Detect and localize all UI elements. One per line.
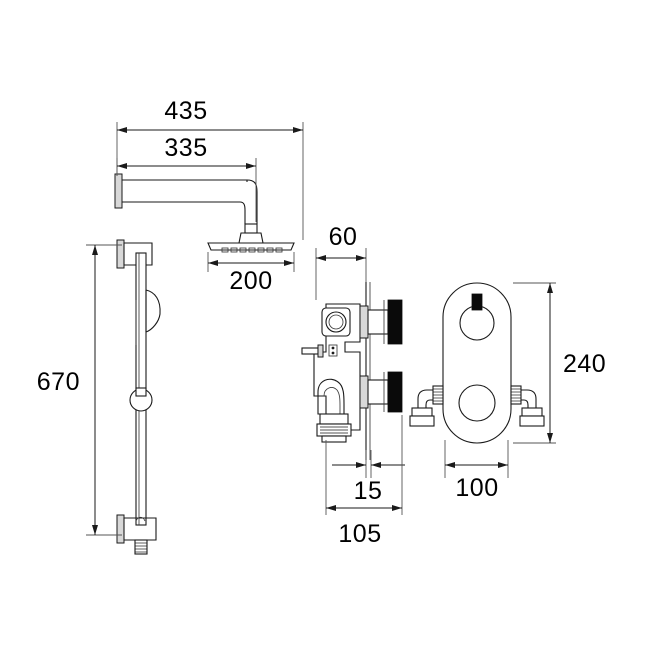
valve-lower-collar <box>359 375 369 409</box>
valve-upper-escutcheon <box>367 309 389 335</box>
shower-arm-assembly <box>114 173 295 253</box>
faceplate-left-connector <box>409 385 444 427</box>
dimension-435: 435 <box>116 97 304 240</box>
dimension-200: 200 <box>207 252 295 295</box>
valve-front-view-assembly <box>409 282 545 444</box>
valve-side-screw-head <box>317 344 324 358</box>
arm-elbow-inner <box>239 201 246 224</box>
rail-bottom-saddle <box>135 516 146 522</box>
left-nut-upper <box>411 407 433 417</box>
faceplate-upper-control <box>459 305 495 341</box>
hose-outlet <box>134 539 148 555</box>
valve-upper-port-inner <box>328 314 344 330</box>
valve-index-dot-b <box>331 351 335 355</box>
valve-index-plate <box>328 344 338 357</box>
rail-bottom-bracket <box>123 517 157 541</box>
valve-upper-port <box>325 311 347 333</box>
valve-outlet-nut-3 <box>321 435 347 443</box>
left-connector-thread <box>433 388 443 402</box>
dimension-435-label: 435 <box>164 97 207 125</box>
valve-side-view-assembly <box>301 282 403 460</box>
slide-rail-assembly <box>116 239 161 555</box>
right-connector-thread <box>511 388 521 402</box>
dimension-100-label: 100 <box>455 474 498 502</box>
left-nut-lower <box>409 415 435 427</box>
handset-holder <box>145 289 161 333</box>
hose-outlet-thread <box>135 542 147 553</box>
dimension-100: 100 <box>444 440 509 502</box>
rail-top-wall-plate <box>116 239 125 269</box>
valve-upper-handle <box>387 299 403 345</box>
valve-index-dot-a <box>331 346 335 350</box>
dimension-60: 60 <box>315 223 367 300</box>
right-nut-lower <box>519 415 545 427</box>
valve-lower-outlet <box>317 378 345 415</box>
left-elbow-outer <box>417 389 443 408</box>
dimension-670-label: 670 <box>37 368 80 396</box>
arm-elbow-outer <box>246 179 258 224</box>
shower-head-nozzle-row <box>221 247 283 253</box>
dimension-335: 335 <box>116 134 257 222</box>
dimension-200-label: 200 <box>229 267 272 295</box>
dimension-105: 105 <box>325 415 403 548</box>
faceplate-right-connector <box>510 385 545 427</box>
dimension-15-label: 15 <box>354 477 383 505</box>
dimension-240: 240 <box>513 282 606 444</box>
dimension-60-label: 60 <box>329 223 358 251</box>
right-elbow-outer <box>511 389 537 408</box>
dimension-335-label: 335 <box>164 134 207 162</box>
valve-lower-handle <box>387 371 403 413</box>
valve-lower-escutcheon <box>367 379 389 405</box>
left-elbow-inner <box>425 399 443 408</box>
faceplate-lower-control <box>458 384 496 422</box>
right-nut-upper <box>521 407 543 417</box>
dimension-15: 15 <box>332 450 405 505</box>
valve-side-screw <box>301 347 319 355</box>
faceplate-upper-indicator <box>471 293 483 311</box>
valve-outlet-thread <box>320 426 348 434</box>
rail-top-bracket <box>123 242 153 266</box>
rail-bottom-wall-plate <box>116 514 125 544</box>
dimension-105-label: 105 <box>338 520 381 548</box>
dimension-670: 670 <box>37 244 122 536</box>
arm-wall-flange <box>114 173 123 209</box>
right-elbow-inner <box>511 399 529 408</box>
shower-head-body <box>207 242 295 251</box>
valve-outlet-nut-1 <box>319 413 349 425</box>
valve-upper-collar <box>359 305 369 339</box>
valve-lower-outlet-inner <box>323 387 341 414</box>
rail-slider-collar <box>135 387 147 397</box>
dimension-240-label: 240 <box>563 350 606 378</box>
